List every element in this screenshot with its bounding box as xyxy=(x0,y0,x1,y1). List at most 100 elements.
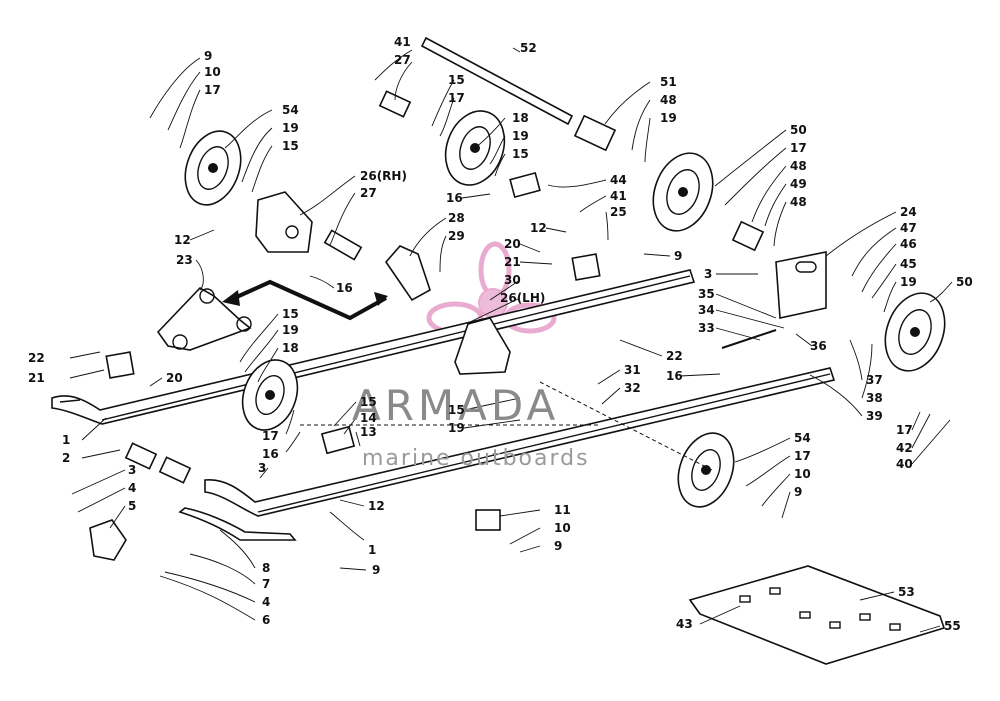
part-number-label: 16 xyxy=(666,369,683,383)
part-number-label: 20 xyxy=(166,371,183,385)
bracket-28 xyxy=(384,245,431,302)
part-number-label: 6 xyxy=(262,613,270,627)
track-section xyxy=(688,565,946,665)
right-slide-rail xyxy=(204,367,836,517)
part-number-label: 48 xyxy=(790,159,807,173)
part-number-label: 11 xyxy=(554,503,571,517)
part-number-label: 50 xyxy=(956,275,973,289)
part-labels: 91017541915122326(RH)2716282941271517181… xyxy=(28,35,973,633)
part-number-label: 1 xyxy=(62,433,70,447)
part-number-label: 36 xyxy=(810,339,827,353)
part-number-label: 41 xyxy=(394,35,411,49)
part-number-label: 48 xyxy=(790,195,807,209)
watermark-title: ARMADA xyxy=(352,381,559,430)
part-number-label: 3 xyxy=(704,267,712,281)
part-number-label: 3 xyxy=(128,463,136,477)
shaft-52 xyxy=(420,36,574,126)
part-number-label: 15 xyxy=(360,395,377,409)
part-number-label: 16 xyxy=(262,447,279,461)
part-number-label: 54 xyxy=(282,103,299,117)
part-number-label: 43 xyxy=(676,617,693,631)
watermark-text: ARMADA marine outboards xyxy=(352,381,590,471)
part-number-label: 15 xyxy=(448,73,465,87)
idler-wheel-50-top xyxy=(652,152,714,232)
part-number-label: 4 xyxy=(262,595,270,609)
part-number-label: 15 xyxy=(282,307,299,321)
plate-24 xyxy=(775,251,827,319)
part-number-label: 2 xyxy=(62,451,70,465)
part-number-label: 10 xyxy=(794,467,811,481)
part-number-label: 12 xyxy=(174,233,191,247)
part-number-label: 37 xyxy=(866,373,883,387)
idler-wheel-50-right xyxy=(884,292,946,372)
part-number-label: 5 xyxy=(128,499,136,513)
part-number-label: 23 xyxy=(176,253,193,267)
part-number-label: 47 xyxy=(900,221,917,235)
part-number-label: 19 xyxy=(448,421,465,435)
tension-bolt-33 xyxy=(721,329,777,349)
part-number-label: 17 xyxy=(204,83,221,97)
part-number-label: 12 xyxy=(368,499,385,513)
part-number-label: 18 xyxy=(282,341,299,355)
part-number-label: 8 xyxy=(262,561,270,575)
part-number-label: 30 xyxy=(504,273,521,287)
part-number-label: 27 xyxy=(360,186,377,200)
part-number-label: 12 xyxy=(530,221,547,235)
part-number-label: 26(RH) xyxy=(360,169,407,183)
part-number-label: 18 xyxy=(512,111,529,125)
part-number-label: 10 xyxy=(554,521,571,535)
part-number-label: 13 xyxy=(360,425,377,439)
part-number-label: 38 xyxy=(866,391,883,405)
swing-arm-23 xyxy=(156,286,252,351)
part-number-label: 32 xyxy=(624,381,641,395)
assembly-arrow xyxy=(222,279,388,321)
part-number-label: 19 xyxy=(282,121,299,135)
part-number-label: 28 xyxy=(448,211,465,225)
part-number-label: 16 xyxy=(446,191,463,205)
block-21-mid xyxy=(571,253,601,281)
part-number-label: 33 xyxy=(698,321,715,335)
axle-block-14 xyxy=(320,425,356,455)
left-wear-strip xyxy=(178,507,297,541)
cross-shaft-lower xyxy=(300,381,713,471)
idler-wheel-54-lower xyxy=(677,432,735,508)
part-number-label: 7 xyxy=(262,577,270,591)
part-number-label: 17 xyxy=(896,423,913,437)
part-number-label: 22 xyxy=(28,351,45,365)
part-number-label: 19 xyxy=(660,111,677,125)
part-number-label: 34 xyxy=(698,303,715,317)
part-number-label: 55 xyxy=(944,619,961,633)
part-number-label: 52 xyxy=(520,41,537,55)
part-number-label: 9 xyxy=(794,485,802,499)
part-number-label: 19 xyxy=(282,323,299,337)
part-number-label: 25 xyxy=(610,205,627,219)
part-number-label: 53 xyxy=(898,585,915,599)
part-number-label: 48 xyxy=(660,93,677,107)
cap-11 xyxy=(475,509,501,531)
part-number-label: 17 xyxy=(262,429,279,443)
watermark-subtitle: marine outboards xyxy=(362,446,590,471)
part-number-label: 9 xyxy=(674,249,682,263)
idler-wheel-18-lower xyxy=(241,359,299,431)
part-number-label: 15 xyxy=(282,139,299,153)
part-number-label: 42 xyxy=(896,441,913,455)
part-number-label: 17 xyxy=(794,449,811,463)
part-number-label: 9 xyxy=(204,49,212,63)
part-number-label: 50 xyxy=(790,123,807,137)
part-number-label: 51 xyxy=(660,75,677,89)
part-number-label: 21 xyxy=(504,255,521,269)
axle-block-44 xyxy=(509,171,541,199)
part-number-label: 15 xyxy=(448,403,465,417)
part-number-label: 9 xyxy=(554,539,562,553)
bracket-26-lh xyxy=(454,317,511,375)
block-21-left xyxy=(105,351,135,379)
idler-wheel-54-top xyxy=(184,130,242,206)
part-number-label: 29 xyxy=(448,229,465,243)
part-number-label: 27 xyxy=(394,53,411,67)
part-number-label: 10 xyxy=(204,65,221,79)
left-slide-rail xyxy=(51,269,696,425)
part-number-label: 40 xyxy=(896,457,913,471)
part-number-label: 35 xyxy=(698,287,715,301)
